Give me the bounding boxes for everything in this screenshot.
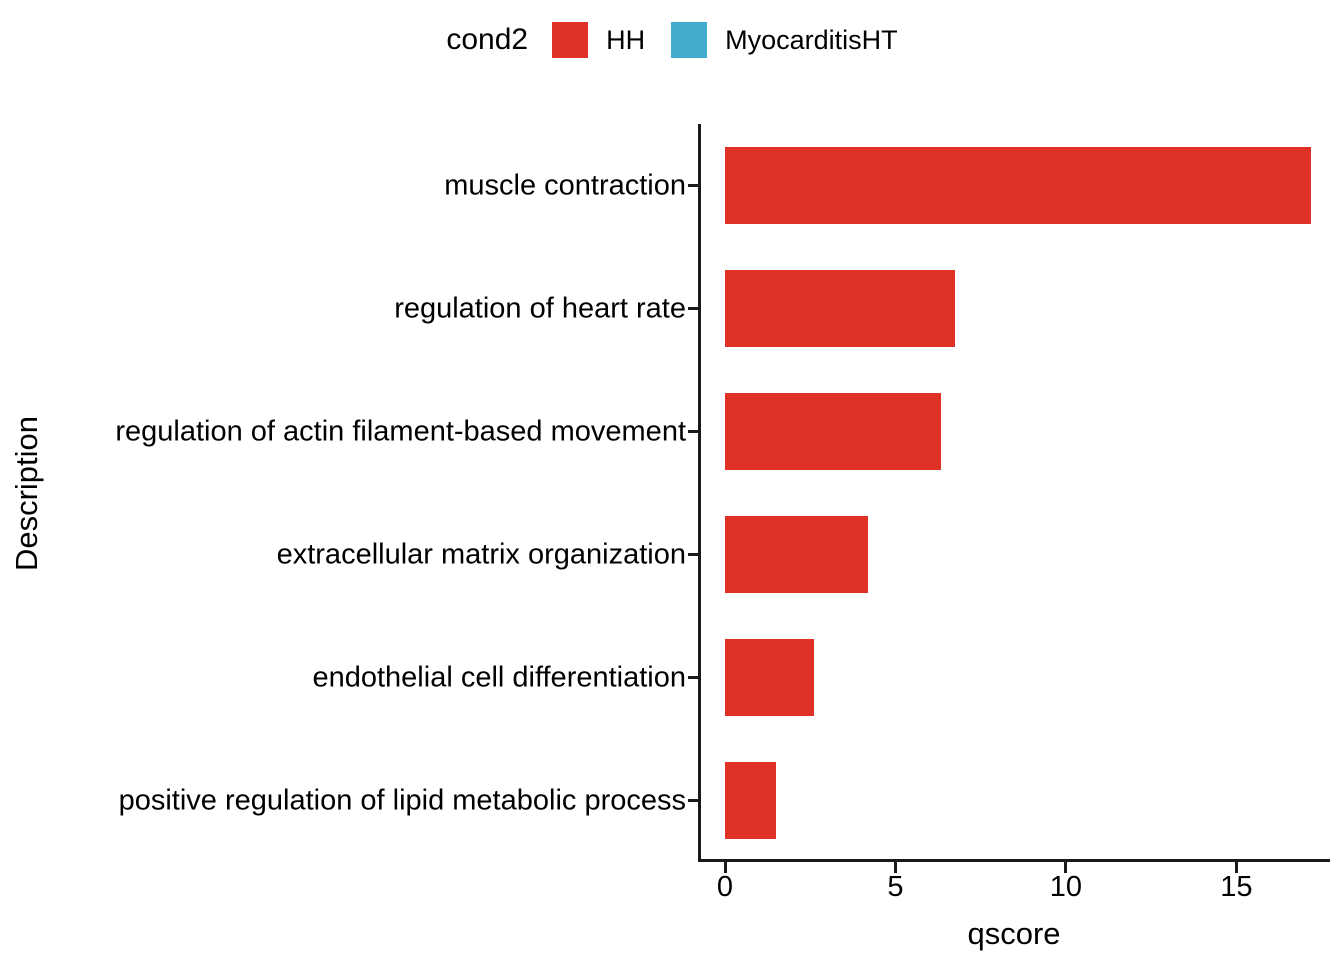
y-tick-mark — [688, 676, 698, 679]
x-tick-mark — [1064, 862, 1068, 873]
bar[interactable] — [725, 515, 869, 594]
y-tick-mark — [688, 799, 698, 802]
x-tick-label: 10 — [1049, 871, 1083, 903]
bar[interactable] — [725, 638, 814, 717]
y-tick-label: muscle contraction — [444, 169, 686, 201]
legend-entry-hh[interactable]: HH — [552, 22, 645, 58]
y-tick-label: regulation of actin filament-based movem… — [115, 415, 686, 447]
bar[interactable] — [725, 761, 777, 840]
y-axis-line — [698, 124, 701, 862]
legend-title: cond2 — [446, 23, 529, 56]
x-tick-label: 0 — [716, 871, 734, 903]
y-tick-label: positive regulation of lipid metabolic p… — [118, 784, 686, 816]
legend: cond2 HH MyocarditisHT — [0, 22, 1344, 58]
legend-swatch-hh — [552, 22, 589, 58]
x-tick-mark — [893, 862, 897, 873]
y-tick-mark — [688, 307, 698, 310]
y-tick-labels: muscle contraction regulation of heart ra… — [0, 124, 686, 862]
y-tick-label: regulation of heart rate — [394, 292, 686, 324]
legend-label-myocarditisht: MyocarditisHT — [725, 24, 898, 55]
legend-label-hh: HH — [606, 24, 646, 55]
x-tick-labels: 0 5 10 15 — [698, 873, 1330, 917]
legend-swatch-myocarditisht — [671, 22, 708, 58]
bar[interactable] — [725, 146, 1312, 225]
y-tick-mark — [688, 430, 698, 433]
y-tick-mark — [688, 553, 698, 556]
x-axis-line — [698, 859, 1330, 862]
bar[interactable] — [725, 269, 956, 348]
x-tick-mark — [723, 862, 727, 873]
x-tick-label: 15 — [1220, 871, 1253, 903]
y-tick-mark — [688, 184, 698, 187]
y-tick-label: endothelial cell differentiation — [312, 661, 686, 693]
x-axis-title: qscore — [967, 916, 1061, 951]
x-tick-mark — [1234, 862, 1238, 873]
legend-entry-myocarditisht[interactable]: MyocarditisHT — [671, 22, 898, 58]
plot-panel — [688, 124, 1330, 873]
x-tick-label: 5 — [887, 871, 904, 903]
y-tick-label: extracellular matrix organization — [276, 538, 686, 570]
bar[interactable] — [725, 392, 942, 471]
